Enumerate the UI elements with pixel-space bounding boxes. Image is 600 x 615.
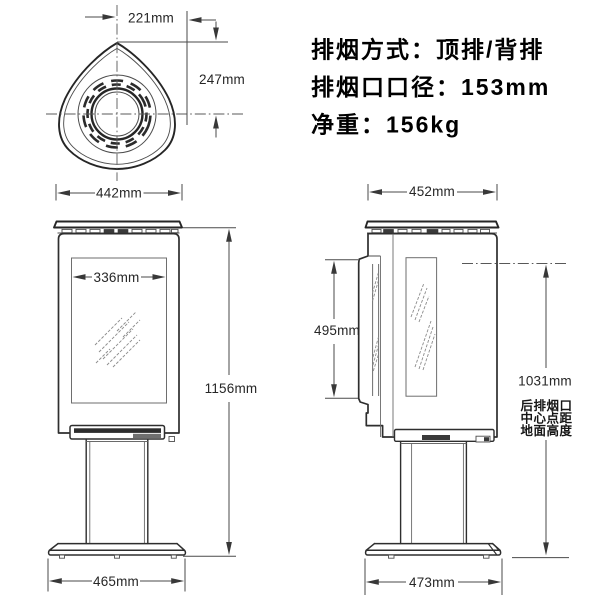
front-door-glass bbox=[71, 257, 167, 404]
side-view: 452mm 495mm 1031mm 后排烟口 中心点距 地面高度 bbox=[314, 184, 573, 595]
arrowhead-right bbox=[152, 274, 166, 280]
outlet-note-line2: 中心点距 bbox=[521, 411, 573, 426]
front-body bbox=[57, 232, 180, 434]
front-foot-right bbox=[170, 554, 177, 559]
arrowhead-right bbox=[168, 190, 181, 196]
side-top-plate bbox=[364, 220, 500, 229]
side-body bbox=[357, 232, 498, 438]
dim-side-outlet-height-1031: 1031mm 后排烟口 中心点距 地面高度 bbox=[462, 263, 573, 559]
arrowhead-right bbox=[488, 579, 502, 585]
dim-top-depth-247: 247mm bbox=[117, 21, 245, 138]
arrowhead-left bbox=[188, 17, 202, 23]
dim-side-depth-452: 452mm bbox=[367, 184, 498, 201]
spec-outlet-diameter: 排烟口口径：153mm bbox=[311, 74, 550, 100]
front-base bbox=[47, 542, 187, 559]
arrowhead-left bbox=[365, 579, 379, 585]
arrowhead-right bbox=[102, 14, 116, 20]
arrowhead-down bbox=[331, 384, 337, 398]
front-foot-left bbox=[59, 554, 65, 559]
front-ash-drawer bbox=[69, 424, 175, 442]
front-glass-reflections bbox=[94, 311, 141, 368]
top-depth-label: 247mm bbox=[199, 72, 245, 87]
arrowhead-up bbox=[213, 115, 219, 129]
specs-block: 排烟方式：顶排/背排 排烟口口径：153mm 净重：156kg bbox=[311, 37, 550, 138]
arrowhead-down bbox=[543, 542, 549, 556]
side-window-reflections bbox=[410, 282, 436, 371]
arrowhead-up bbox=[543, 264, 549, 278]
side-foot-left bbox=[388, 554, 395, 559]
arrowhead-left bbox=[57, 190, 70, 196]
arrowhead-right bbox=[483, 189, 496, 195]
dim-side-glass-height-495: 495mm bbox=[314, 259, 360, 399]
side-top-vents bbox=[367, 228, 497, 234]
side-glass-height-label: 495mm bbox=[314, 323, 360, 338]
dim-side-base-473: 473mm bbox=[364, 558, 503, 595]
dim-front-width-442: 442mm bbox=[55, 184, 183, 201]
arrowhead-down bbox=[213, 27, 219, 41]
front-pedestal bbox=[85, 438, 149, 545]
arrowhead-left bbox=[72, 274, 86, 280]
dim-front-glass-width-336: 336mm bbox=[72, 270, 166, 285]
dim-top-width-221: 221mm bbox=[85, 11, 216, 125]
front-width-label: 442mm bbox=[96, 186, 142, 201]
side-door-glass-edge bbox=[372, 264, 380, 396]
side-depth-label: 452mm bbox=[409, 184, 455, 199]
front-glass-width-label: 336mm bbox=[93, 270, 139, 285]
front-foot-middle bbox=[114, 554, 120, 559]
outlet-note-line3: 地面高度 bbox=[521, 423, 573, 438]
side-pedestal bbox=[399, 441, 468, 545]
spec-exhaust-method: 排烟方式：顶排/背排 bbox=[311, 37, 544, 63]
front-base-width-label: 465mm bbox=[93, 574, 139, 589]
arrowhead-right bbox=[171, 578, 185, 584]
front-height-label: 1156mm bbox=[205, 381, 258, 396]
side-base-depth-label: 473mm bbox=[409, 575, 455, 590]
side-outlet-height-label: 1031mm bbox=[518, 374, 572, 389]
arrowhead-left bbox=[369, 189, 382, 195]
front-latch bbox=[168, 436, 175, 442]
top-view: 221mm 247mm bbox=[46, 5, 245, 181]
outlet-note-line1: 后排烟口 bbox=[521, 398, 573, 413]
top-width-label: 221mm bbox=[128, 11, 174, 26]
arrowhead-down bbox=[226, 542, 232, 555]
spec-net-weight: 净重：156kg bbox=[311, 112, 461, 138]
front-top-plate bbox=[53, 220, 183, 229]
side-ash-drawer bbox=[393, 428, 495, 443]
arrowhead-left bbox=[48, 578, 62, 584]
side-window bbox=[405, 257, 438, 397]
side-foot-right bbox=[483, 554, 490, 559]
arrowhead-up bbox=[226, 228, 232, 242]
front-top-vents bbox=[57, 228, 180, 234]
dim-front-base-465: 465mm bbox=[47, 558, 186, 592]
arrowhead-up bbox=[331, 260, 337, 274]
dim-front-height-1156: 1156mm bbox=[183, 227, 258, 557]
side-base bbox=[364, 542, 502, 559]
front-view: 336mm bbox=[47, 184, 258, 592]
